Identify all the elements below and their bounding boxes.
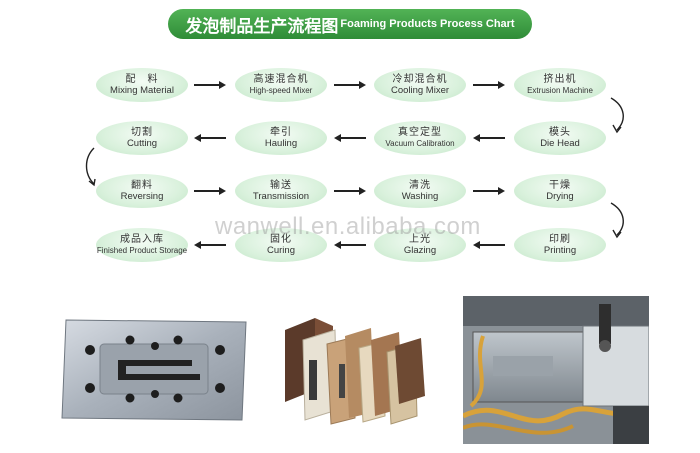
step-label-en: Printing [543,245,577,256]
step-label-zh: 冷却混合机 [392,74,448,85]
step-label-zh: 印刷 [549,234,571,245]
step-label-en: Reversing [120,191,164,202]
step-label-en: Vacuum Calibration [385,139,455,148]
arrow-right [473,186,505,196]
watermark: wanwell.en.alibaba.com [215,213,481,240]
title-chinese: 发泡制品生产流程图 [185,16,339,37]
step-die-head: 模头 Die Head [514,121,606,155]
curved-arrow-down-left [85,147,96,187]
step-label-zh: 输送 [270,180,292,191]
step-label-en: Curing [267,245,295,256]
step-vacuum-calibration: 真空定型 Vacuum Calibration [374,121,466,155]
step-finished-product-storage: 成品入库 Finished Product Storage [96,228,188,262]
foam-profiles-photo [285,318,425,425]
step-label-en: Cutting [126,138,158,149]
step-label-zh: 固化 [270,234,292,245]
step-printing: 印刷 Printing [514,228,606,262]
step-label-zh: 翻料 [131,180,153,191]
step-mixing-material: 配 料 Mixing Material [96,68,188,102]
step-label-en: Washing [401,191,439,202]
step-label-zh: 模头 [549,127,571,138]
step-label-zh: 高速混合机 [253,74,309,85]
step-label-en: Finished Product Storage [96,246,188,255]
step-label-en: Extrusion Machine [527,86,593,95]
step-hauling: 牵引 Hauling [235,121,327,155]
arrow-left [473,133,505,143]
step-curing: 固化 Curing [235,228,327,262]
step-transmission: 输送 Transmission [235,174,327,208]
step-label-zh: 真空定型 [398,127,442,138]
step-reversing: 翻料 Reversing [96,174,188,208]
step-label-en: High-speed Mixer [249,86,313,95]
step-label-en: Cooling Mixer [390,85,450,96]
step-label-zh: 配 料 [125,74,159,85]
title-english: Foaming Products Process Chart [340,18,515,30]
arrow-left [334,240,366,250]
arrow-right [194,80,226,90]
arrow-left [473,240,505,250]
step-label-en: Glazing [403,245,437,256]
step-high-speed-mixer: 高速混合机 High-speed Mixer [235,68,327,102]
step-label-en: Drying [546,191,574,202]
arrow-left [334,133,366,143]
step-glazing: 上光 Glazing [374,228,466,262]
step-label-zh: 成品入库 [120,234,164,245]
machine-photo [463,296,649,444]
step-label-zh: 干燥 [549,180,571,191]
arrow-right [194,186,226,196]
arrow-left [194,133,226,143]
arrow-right [334,186,366,196]
die-head-photo [61,319,247,421]
step-label-en: Die Head [540,138,580,149]
step-cutting: 切割 Cutting [96,121,188,155]
step-label-en: Mixing Material [110,85,174,96]
step-label-zh: 切割 [131,127,153,138]
curved-arrow-down-right [610,97,624,134]
step-cooling-mixer: 冷却混合机 Cooling Mixer [374,68,466,102]
step-drying: 干燥 Drying [514,174,606,208]
step-label-zh: 上光 [409,234,431,245]
step-label-zh: 挤出机 [543,74,577,85]
arrow-right [334,80,366,90]
step-washing: 清洗 Washing [374,174,466,208]
step-extrusion-machine: 挤出机 Extrusion Machine [514,68,606,102]
curved-arrow-down-right [610,202,624,239]
step-label-zh: 牵引 [270,127,292,138]
step-label-en: Hauling [264,138,298,149]
chart-title: 发泡制品生产流程图 Foaming Products Process Chart [168,9,532,39]
step-label-en: Transmission [252,191,310,202]
arrow-right [473,80,505,90]
step-label-zh: 清洗 [409,180,431,191]
arrow-left [194,240,226,250]
